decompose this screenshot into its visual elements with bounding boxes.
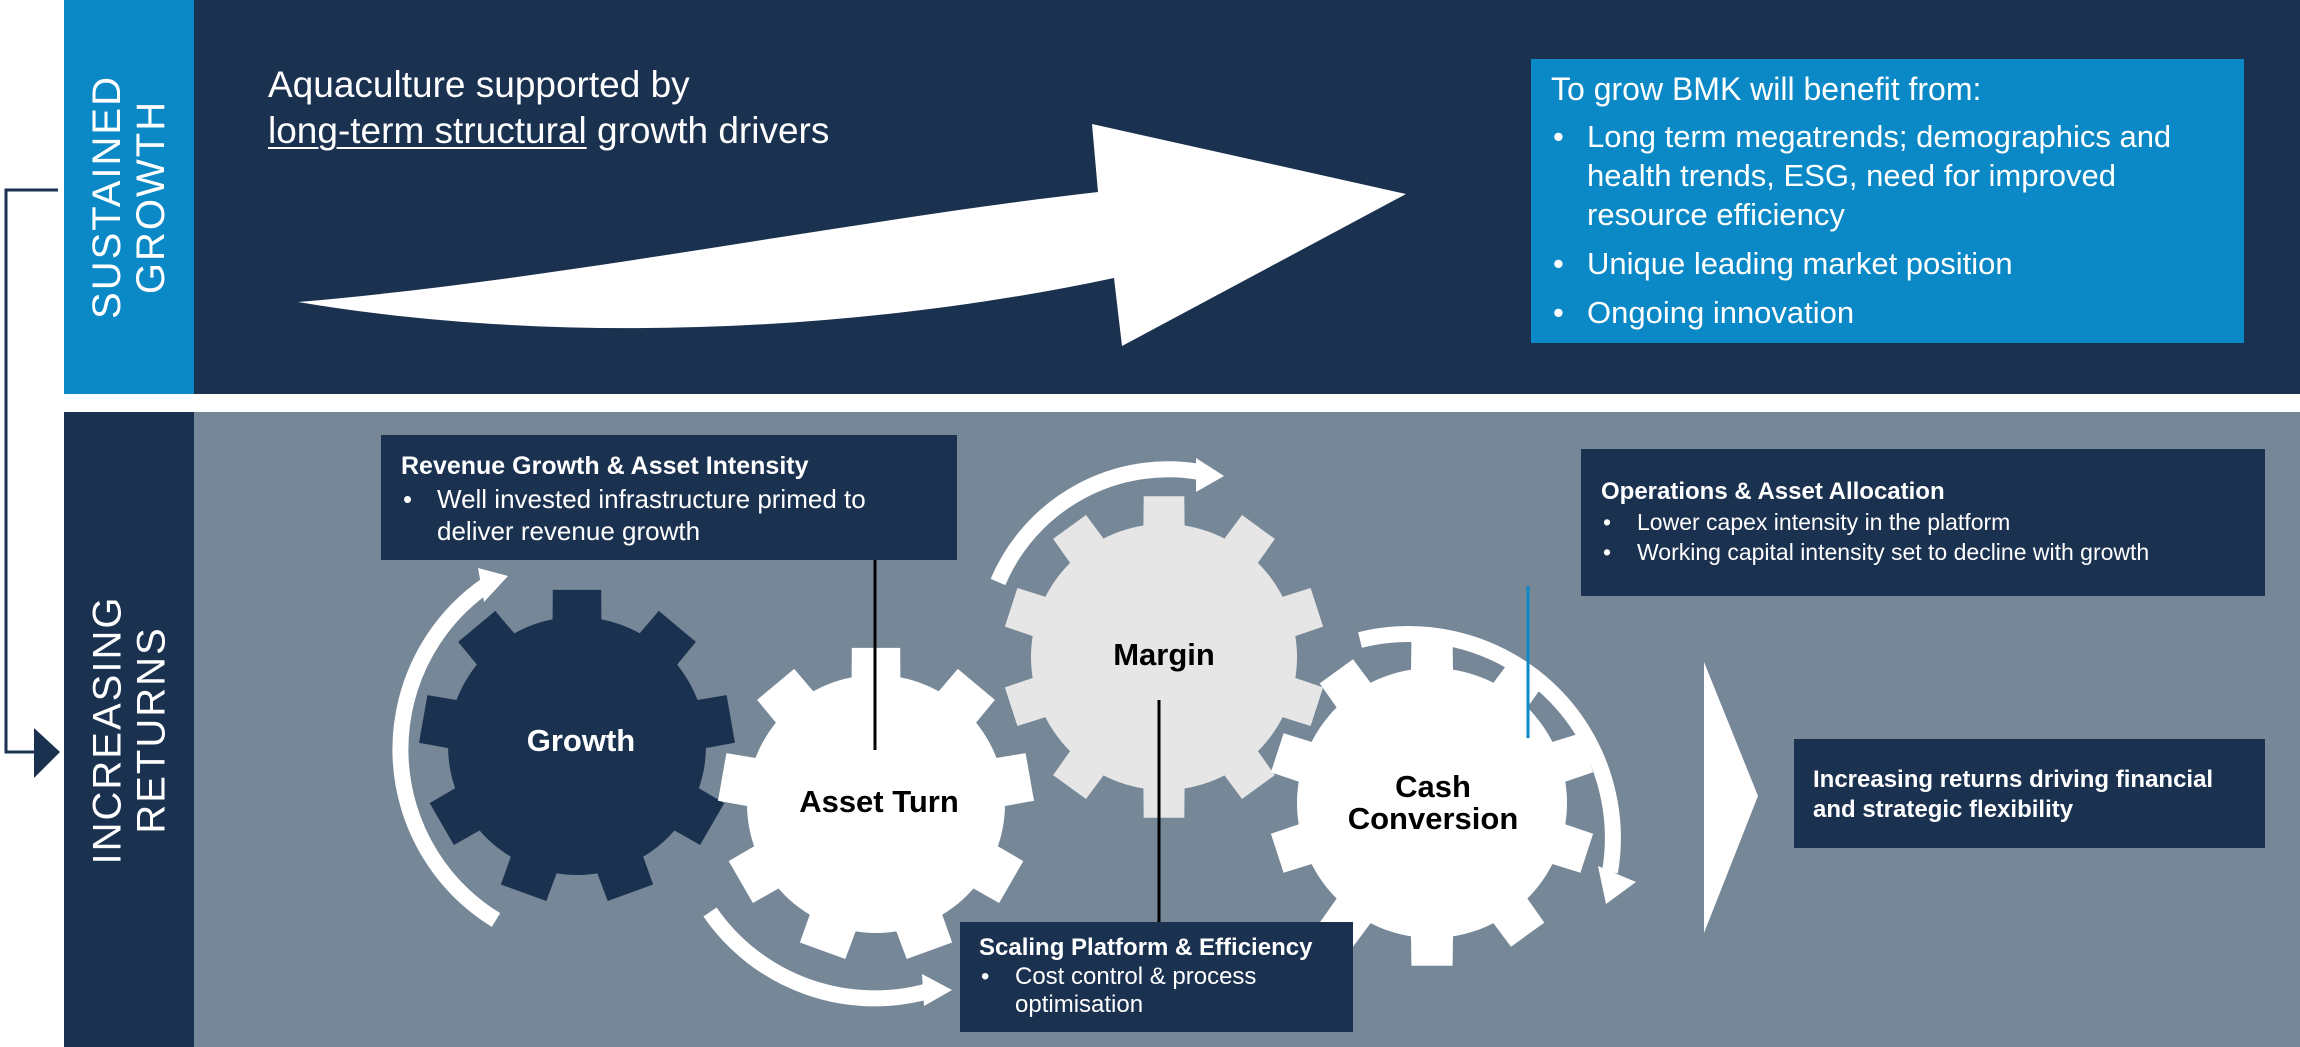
- growth-headline: Aquaculture supported by long-term struc…: [268, 62, 829, 154]
- gear-cash-body: [1297, 668, 1567, 938]
- revenue-box-item: Well invested infrastructure primed to d…: [401, 483, 937, 547]
- connector-arrowhead-icon: [34, 728, 60, 778]
- gear-label-asset-turn: Asset Turn: [799, 784, 959, 819]
- gear-growth-body: [448, 617, 706, 875]
- growth-swoosh-arrow-icon: [298, 124, 1406, 346]
- operations-box: Operations & Asset Allocation Lower cape…: [1581, 449, 2265, 596]
- result-box-title: Increasing returns driving financial and…: [1813, 766, 2214, 823]
- sustained-growth-tab: SUSTAINED GROWTH: [64, 0, 194, 394]
- benefit-item: Ongoing innovation: [1551, 293, 2224, 332]
- gear-label-margin: Margin: [1113, 637, 1215, 672]
- revenue-growth-box: Revenue Growth & Asset Intensity Well in…: [381, 435, 957, 560]
- connector-line: [4, 188, 58, 754]
- cycle-arrow-top: [990, 461, 1202, 586]
- operations-box-item: Lower capex intensity in the platform: [1601, 507, 2245, 537]
- cycle-arrow-bottom: [703, 907, 935, 1007]
- benefits-list: Long term megatrends; demographics and h…: [1551, 117, 2224, 332]
- scaling-box-list: Cost control & process optimisation: [979, 963, 1334, 1019]
- result-chevron-icon: [1704, 662, 1758, 933]
- operations-box-item: Working capital intensity set to decline…: [1601, 537, 2245, 567]
- headline-underlined: long-term structural: [268, 110, 587, 151]
- scaling-box-item: Cost control & process optimisation: [979, 963, 1334, 1019]
- gear-label-cash-line1: Cash: [1395, 769, 1471, 804]
- scaling-box: Scaling Platform & Efficiency Cost contr…: [960, 922, 1353, 1032]
- revenue-box-list: Well invested infrastructure primed to d…: [401, 483, 937, 547]
- revenue-box-title: Revenue Growth & Asset Intensity: [401, 452, 809, 480]
- arrowhead-icon: [922, 974, 952, 1006]
- benefit-item: Long term megatrends; demographics and h…: [1551, 117, 2224, 234]
- scaling-box-title: Scaling Platform & Efficiency: [979, 934, 1313, 961]
- headline-line1: Aquaculture supported by: [268, 64, 690, 105]
- gear-label-growth: Growth: [527, 723, 636, 758]
- benefits-title: To grow BMK will benefit from:: [1551, 71, 1982, 107]
- gear-asset-turn-body: [747, 675, 1005, 933]
- gears-layer: [419, 496, 1594, 966]
- result-box: Increasing returns driving financial and…: [1794, 739, 2265, 848]
- benefit-item: Unique leading market position: [1551, 244, 2224, 283]
- cycle-arrow-right: [1358, 626, 1621, 874]
- headline-rest: growth drivers: [586, 110, 830, 151]
- operations-box-list: Lower capex intensity in the platform Wo…: [1601, 507, 2245, 567]
- gear-label-cash-line2: Conversion: [1348, 801, 1519, 836]
- operations-box-title: Operations & Asset Allocation: [1601, 478, 1945, 505]
- arrowhead-icon: [1598, 866, 1636, 904]
- arrowhead-icon: [1196, 458, 1224, 492]
- arrowhead-icon: [478, 568, 508, 602]
- benefits-box: To grow BMK will benefit from: Long term…: [1531, 59, 2244, 343]
- cycle-arrow-left: [392, 577, 501, 927]
- headline-line2: long-term structural growth drivers: [268, 108, 829, 154]
- gear-margin-body: [1031, 524, 1297, 790]
- increasing-returns-tab: INCREASING RETURNS: [64, 412, 194, 1047]
